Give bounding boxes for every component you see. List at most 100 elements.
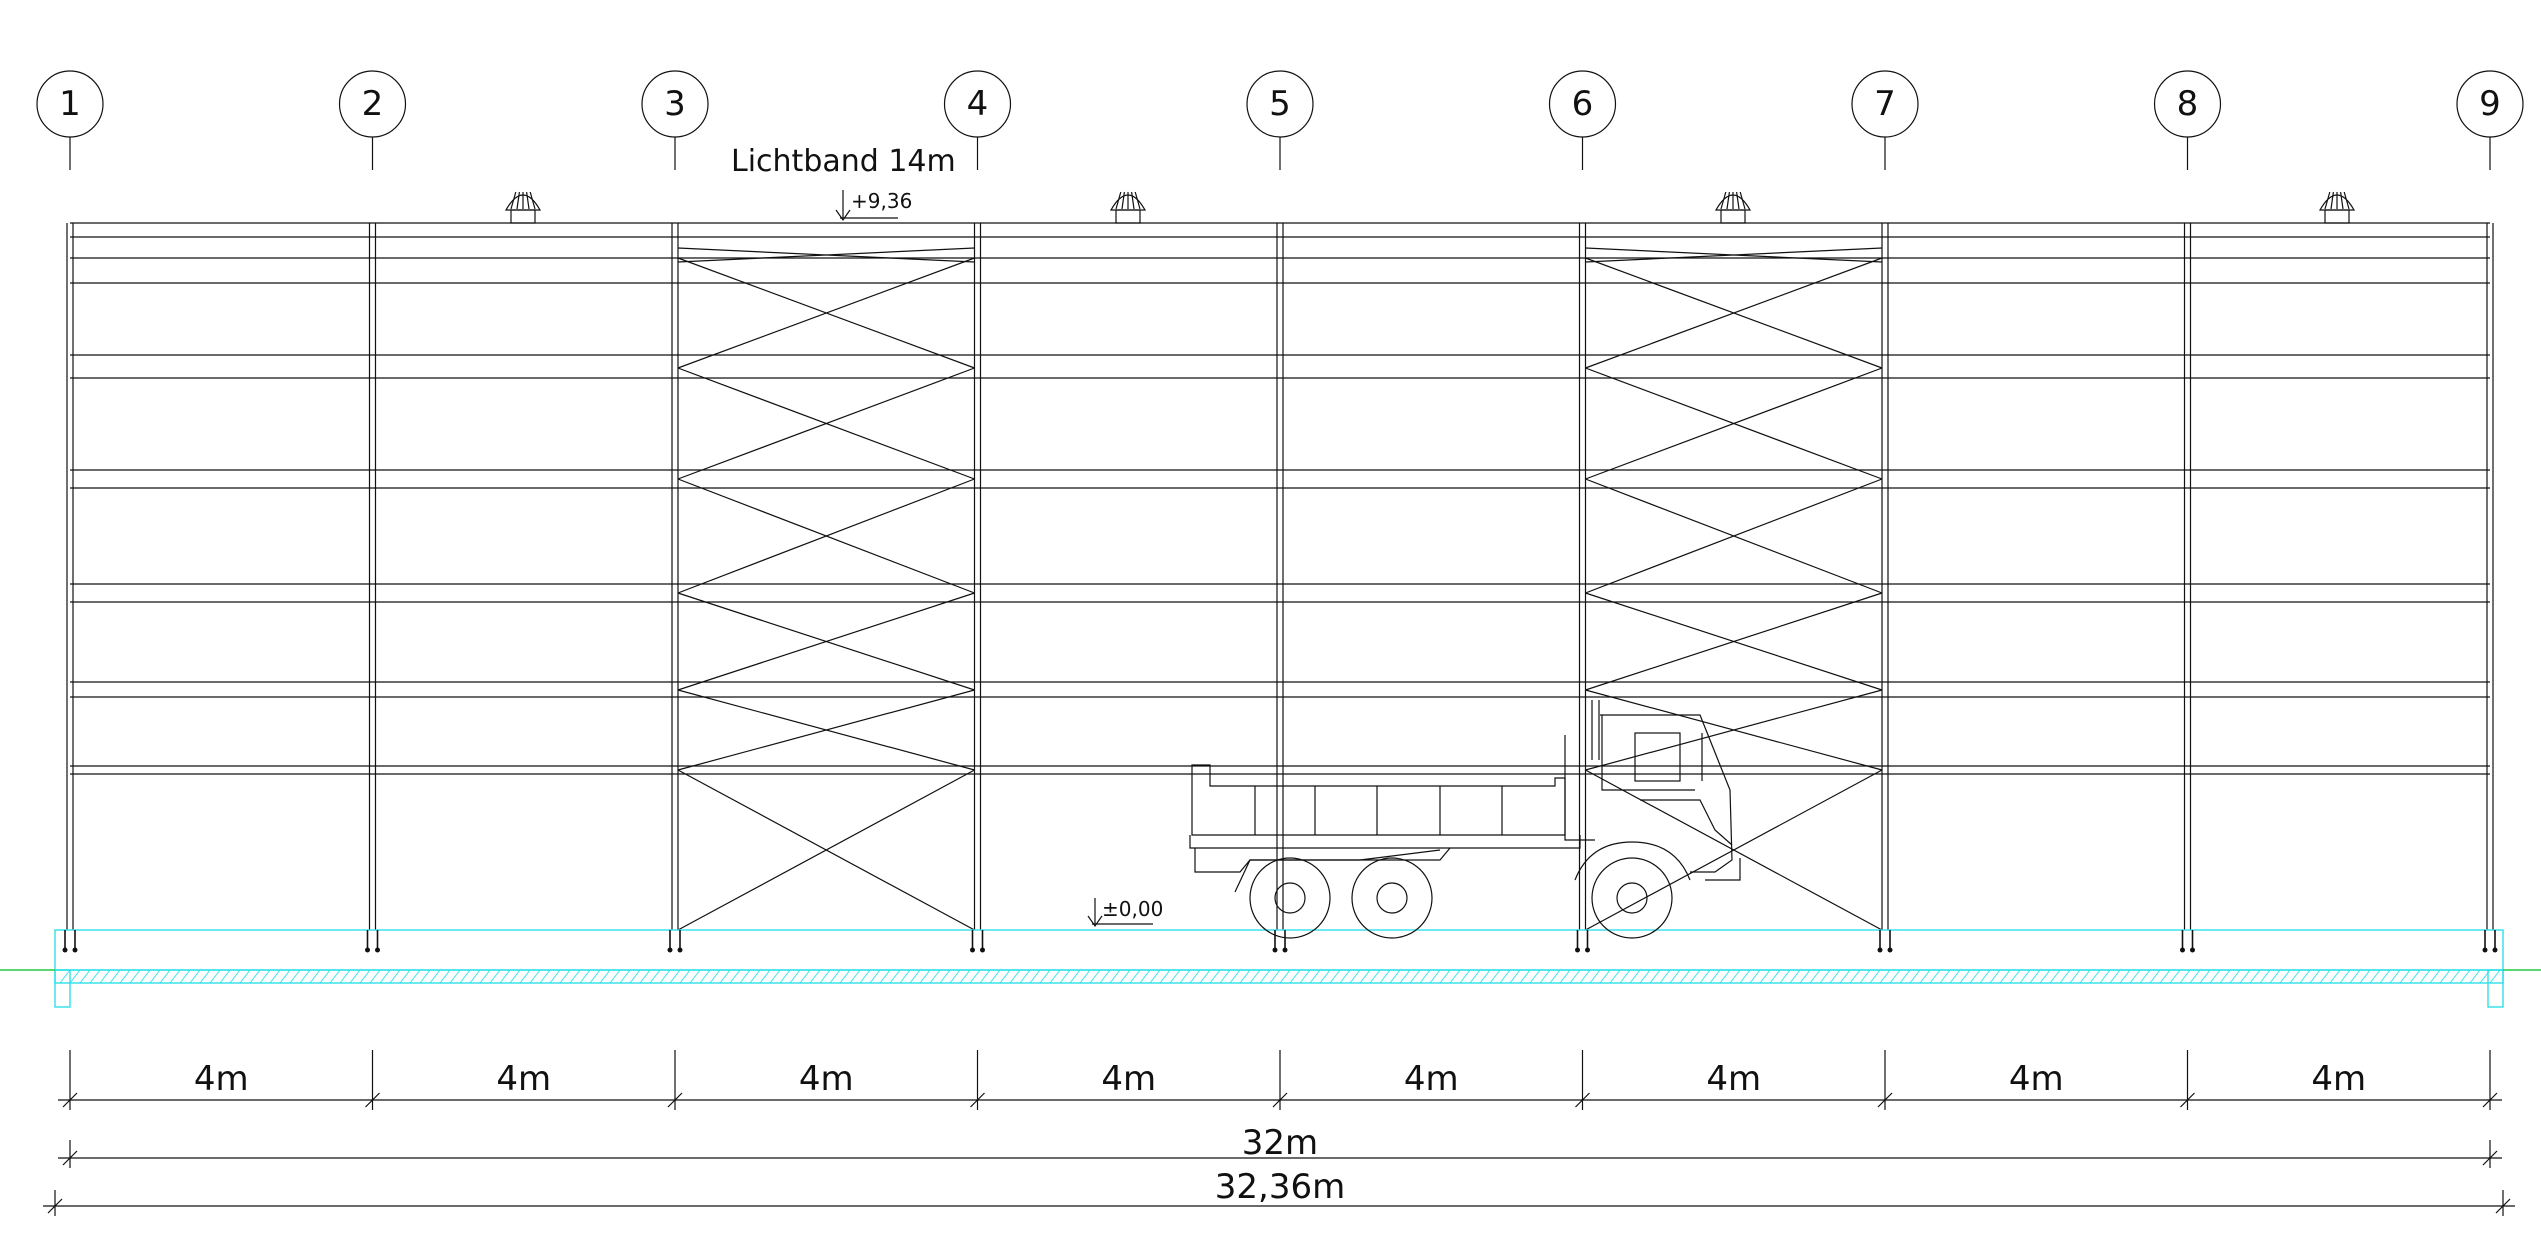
foundation-hatch <box>819 969 831 984</box>
foundation-hatch <box>519 969 531 984</box>
foundation-hatch <box>1479 969 1491 984</box>
foundation-hatch <box>1099 969 1111 984</box>
vent-fin <box>1726 191 1730 210</box>
foundation-hatch <box>2469 969 2481 984</box>
wheel-hub <box>1616 882 1648 914</box>
foundation-hatch <box>99 969 111 984</box>
roof-ventilator <box>2318 191 2356 224</box>
anchor-bolt-pair <box>62 930 78 953</box>
foundation-hatch <box>529 969 541 984</box>
foundation-hatch <box>1829 969 1841 984</box>
foundation-hatch <box>1929 969 1941 984</box>
foundation-strip <box>0 929 2541 1008</box>
anchor-bolt-end <box>1887 947 1893 953</box>
grid-axis-3: 3 <box>641 70 709 170</box>
truck-dump-body <box>1191 764 1566 836</box>
foundation-hatch <box>1749 969 1761 984</box>
vent-dome <box>2318 194 2356 211</box>
anchor-bolt-end <box>667 947 673 953</box>
foundation-hatch <box>1959 969 1971 984</box>
grid-axis-number: 4 <box>967 84 989 124</box>
foundation-hatch <box>609 969 621 984</box>
foundation-hatch <box>249 969 261 984</box>
vent-fin <box>1739 191 1746 210</box>
foundation-hatch <box>829 969 841 984</box>
foundation-hatch <box>779 969 791 984</box>
foundation-hatch <box>1389 969 1401 984</box>
foundation-hatch <box>429 969 441 984</box>
brace <box>677 689 975 771</box>
foundation-hatch <box>709 969 721 984</box>
grid-axis-9: 9 <box>2456 70 2524 170</box>
foundation-hatch <box>2449 969 2461 984</box>
foundation-hatch <box>859 969 871 984</box>
foundation-hatch <box>1279 969 1291 984</box>
foundation-hatch <box>1899 969 1911 984</box>
foundation-hatch <box>409 969 421 984</box>
foundation-hatch <box>869 969 881 984</box>
foundation-hatch <box>2439 969 2451 984</box>
anchor-bolt-pair <box>2482 930 2498 953</box>
anchor-bolt-end <box>1272 947 1278 953</box>
skylight-label: Lichtband 14m <box>731 144 956 179</box>
foundation-hatch <box>1799 969 1811 984</box>
foundation-hatch <box>1089 969 1101 984</box>
foundation-hatch <box>1039 969 1051 984</box>
foundation-hatch <box>2029 969 2041 984</box>
vent-fin <box>1131 191 1135 210</box>
foundation-hatch <box>1369 969 1381 984</box>
foundation-hatch <box>379 969 391 984</box>
foundation-hatch <box>2059 969 2071 984</box>
grid-axis-number: 5 <box>1269 84 1291 124</box>
anchor-bolt-end <box>1877 947 1883 953</box>
foundation-hatch <box>2269 969 2281 984</box>
vent-fin <box>1115 191 1122 210</box>
foundation-hatch <box>1669 969 1681 984</box>
foundation-hatch <box>1949 969 1961 984</box>
anchor-bolt-pair <box>1575 930 1590 953</box>
brace <box>677 247 975 263</box>
foundation-hatch <box>2359 969 2371 984</box>
dimension-tick <box>62 1150 78 1166</box>
foundation-hatch <box>189 969 201 984</box>
vent-fin <box>2330 191 2334 210</box>
brace <box>1585 367 1883 480</box>
brace <box>677 592 975 691</box>
foundation-hatch <box>1219 969 1231 984</box>
anchor-bolt-pair <box>970 930 985 953</box>
foundation-hatch <box>2249 969 2261 984</box>
foundation-hatch <box>2229 969 2241 984</box>
brace <box>677 478 975 594</box>
anchor-bolt-end <box>1585 947 1590 953</box>
foundation-hatch <box>269 969 281 984</box>
foundation-hatch <box>2079 969 2091 984</box>
foundation-hatch <box>789 969 801 984</box>
truck-window <box>1634 732 1681 782</box>
foundation-hatch <box>679 969 691 984</box>
vent-fin <box>1134 191 1141 210</box>
foundation-hatch <box>509 969 521 984</box>
foundation-hatch <box>1509 969 1521 984</box>
grid-axis-2: 2 <box>338 70 407 170</box>
foundation-hatch <box>1249 969 1261 984</box>
foundation-hatch <box>549 969 561 984</box>
foundation-hatch <box>2089 969 2101 984</box>
foundation-hatch <box>1239 969 1251 984</box>
vent-base <box>510 209 536 224</box>
foundation-hatch <box>749 969 761 984</box>
foundation-hatch <box>1149 969 1161 984</box>
foundation-hatch <box>469 969 481 984</box>
dimension-bay-label: 4m <box>799 1059 854 1099</box>
foundation-hatch <box>2239 969 2251 984</box>
roof-ventilators <box>504 191 2356 224</box>
foundation-hatch <box>2309 969 2321 984</box>
foundation-hatch <box>159 969 171 984</box>
foundation-hatch <box>1449 969 1461 984</box>
foundation-hatch <box>979 969 991 984</box>
anchor-bolt-pair <box>1272 930 1288 953</box>
foundation-hatch <box>2409 969 2421 984</box>
foundation-hatch <box>489 969 501 984</box>
foundation-hatch <box>839 969 851 984</box>
vent-fin <box>2324 191 2331 210</box>
